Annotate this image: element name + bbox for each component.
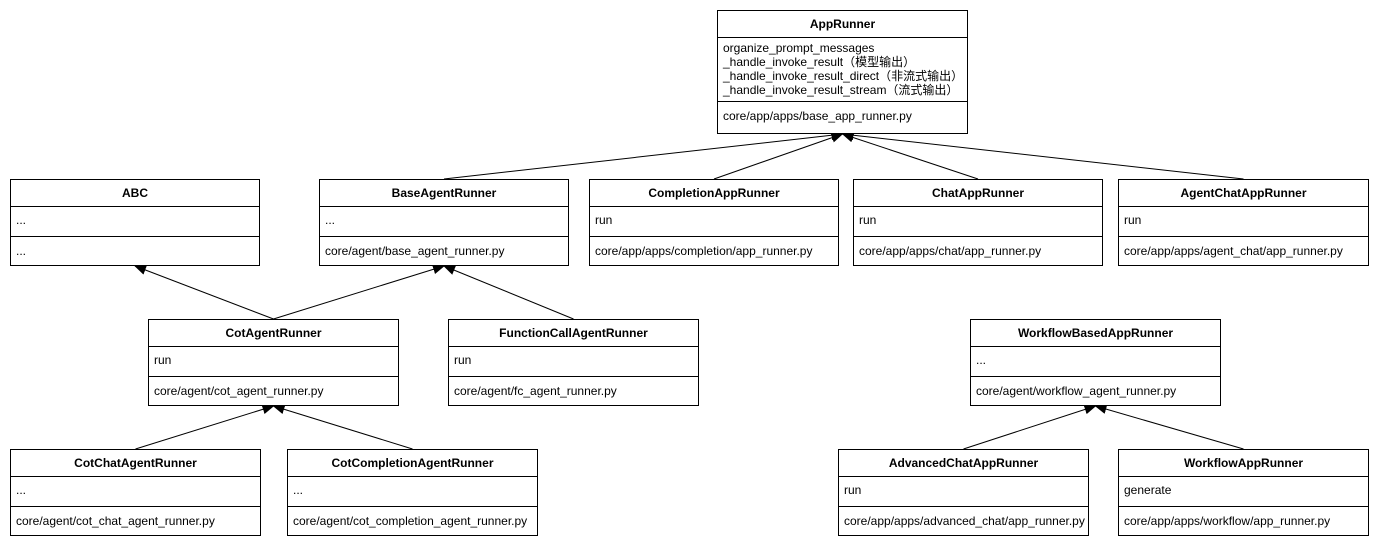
class-app-runner[interactable]: AppRunner organize_prompt_messages _hand… bbox=[717, 10, 968, 134]
method: _handle_invoke_result_stream（流式输出） bbox=[723, 83, 959, 97]
inheritance-arrow bbox=[713, 132, 844, 180]
method: _handle_invoke_result（模型输出） bbox=[723, 55, 916, 69]
class-advanced-chat-app-runner[interactable]: AdvancedChatAppRunner run core/app/apps/… bbox=[838, 449, 1089, 536]
inheritance-arrow bbox=[134, 265, 274, 320]
class-file: core/agent/fc_agent_runner.py bbox=[454, 384, 617, 398]
class-file: core/agent/cot_chat_agent_runner.py bbox=[16, 514, 215, 528]
class-file: ... bbox=[16, 244, 27, 258]
inheritance-arrow bbox=[135, 404, 275, 450]
class-function-call-agent-runner[interactable]: FunctionCallAgentRunner run core/agent/f… bbox=[448, 319, 699, 406]
class-methods: ... bbox=[288, 477, 537, 507]
class-methods: run bbox=[149, 347, 398, 377]
class-name: WorkflowBasedAppRunner bbox=[971, 320, 1220, 347]
inheritance-arrow bbox=[963, 404, 1097, 450]
class-completion-app-runner[interactable]: CompletionAppRunner run core/app/apps/co… bbox=[589, 179, 839, 266]
inheritance-arrow bbox=[1094, 404, 1244, 450]
class-methods: run bbox=[854, 207, 1102, 237]
class-methods: run bbox=[590, 207, 838, 237]
class-name: CotCompletionAgentRunner bbox=[288, 450, 537, 477]
class-name: BaseAgentRunner bbox=[320, 180, 568, 207]
inheritance-arrow bbox=[841, 132, 979, 180]
class-file: core/agent/cot_completion_agent_runner.p… bbox=[293, 514, 528, 528]
class-agent-chat-app-runner[interactable]: AgentChatAppRunner run core/app/apps/age… bbox=[1118, 179, 1369, 266]
class-methods: organize_prompt_messages _handle_invoke_… bbox=[718, 38, 967, 102]
class-abc[interactable]: ABC ... ... bbox=[10, 179, 260, 266]
class-name: CotAgentRunner bbox=[149, 320, 398, 347]
class-base-agent-runner[interactable]: BaseAgentRunner ... core/agent/base_agen… bbox=[319, 179, 569, 266]
class-name: AdvancedChatAppRunner bbox=[839, 450, 1088, 477]
inheritance-arrow bbox=[443, 265, 574, 320]
class-methods: generate bbox=[1119, 477, 1368, 507]
class-name: AppRunner bbox=[718, 11, 967, 38]
inheritance-arrow bbox=[443, 130, 844, 180]
class-file: core/agent/base_agent_runner.py bbox=[325, 244, 505, 258]
inheritance-arrow bbox=[841, 130, 1244, 180]
class-file: core/app/apps/base_app_runner.py bbox=[723, 109, 912, 123]
class-file: core/app/apps/completion/app_runner.py bbox=[595, 244, 813, 258]
class-cot-agent-runner[interactable]: CotAgentRunner run core/agent/cot_agent_… bbox=[148, 319, 399, 406]
class-name: ChatAppRunner bbox=[854, 180, 1102, 207]
class-name: WorkflowAppRunner bbox=[1119, 450, 1368, 477]
class-cot-chat-agent-runner[interactable]: CotChatAgentRunner ... core/agent/cot_ch… bbox=[10, 449, 261, 536]
class-file: core/app/apps/workflow/app_runner.py bbox=[1124, 514, 1331, 528]
class-file: core/app/apps/advanced_chat/app_runner.p… bbox=[844, 514, 1085, 528]
inheritance-arrow bbox=[272, 404, 413, 450]
class-methods: run bbox=[449, 347, 698, 377]
class-methods: run bbox=[839, 477, 1088, 507]
method: organize_prompt_messages bbox=[723, 41, 875, 55]
class-methods: ... bbox=[11, 477, 260, 507]
inheritance-arrow bbox=[273, 264, 445, 320]
class-name: CompletionAppRunner bbox=[590, 180, 838, 207]
class-name: CotChatAgentRunner bbox=[11, 450, 260, 477]
class-chat-app-runner[interactable]: ChatAppRunner run core/app/apps/chat/app… bbox=[853, 179, 1103, 266]
class-workflow-app-runner[interactable]: WorkflowAppRunner generate core/app/apps… bbox=[1118, 449, 1369, 536]
class-methods: run bbox=[1119, 207, 1368, 237]
class-name: AgentChatAppRunner bbox=[1119, 180, 1368, 207]
class-methods: ... bbox=[11, 207, 259, 237]
method: _handle_invoke_result_direct（非流式输出） bbox=[723, 69, 964, 83]
class-file: core/app/apps/chat/app_runner.py bbox=[859, 244, 1042, 258]
class-methods: ... bbox=[320, 207, 568, 237]
class-cot-completion-agent-runner[interactable]: CotCompletionAgentRunner ... core/agent/… bbox=[287, 449, 538, 536]
class-workflow-based-app-runner[interactable]: WorkflowBasedAppRunner ... core/agent/wo… bbox=[970, 319, 1221, 406]
class-file: core/app/apps/agent_chat/app_runner.py bbox=[1124, 244, 1343, 258]
class-file: core/agent/workflow_agent_runner.py bbox=[976, 384, 1177, 398]
class-file: core/agent/cot_agent_runner.py bbox=[154, 384, 324, 398]
class-name: ABC bbox=[11, 180, 259, 207]
class-methods: ... bbox=[971, 347, 1220, 377]
class-name: FunctionCallAgentRunner bbox=[449, 320, 698, 347]
